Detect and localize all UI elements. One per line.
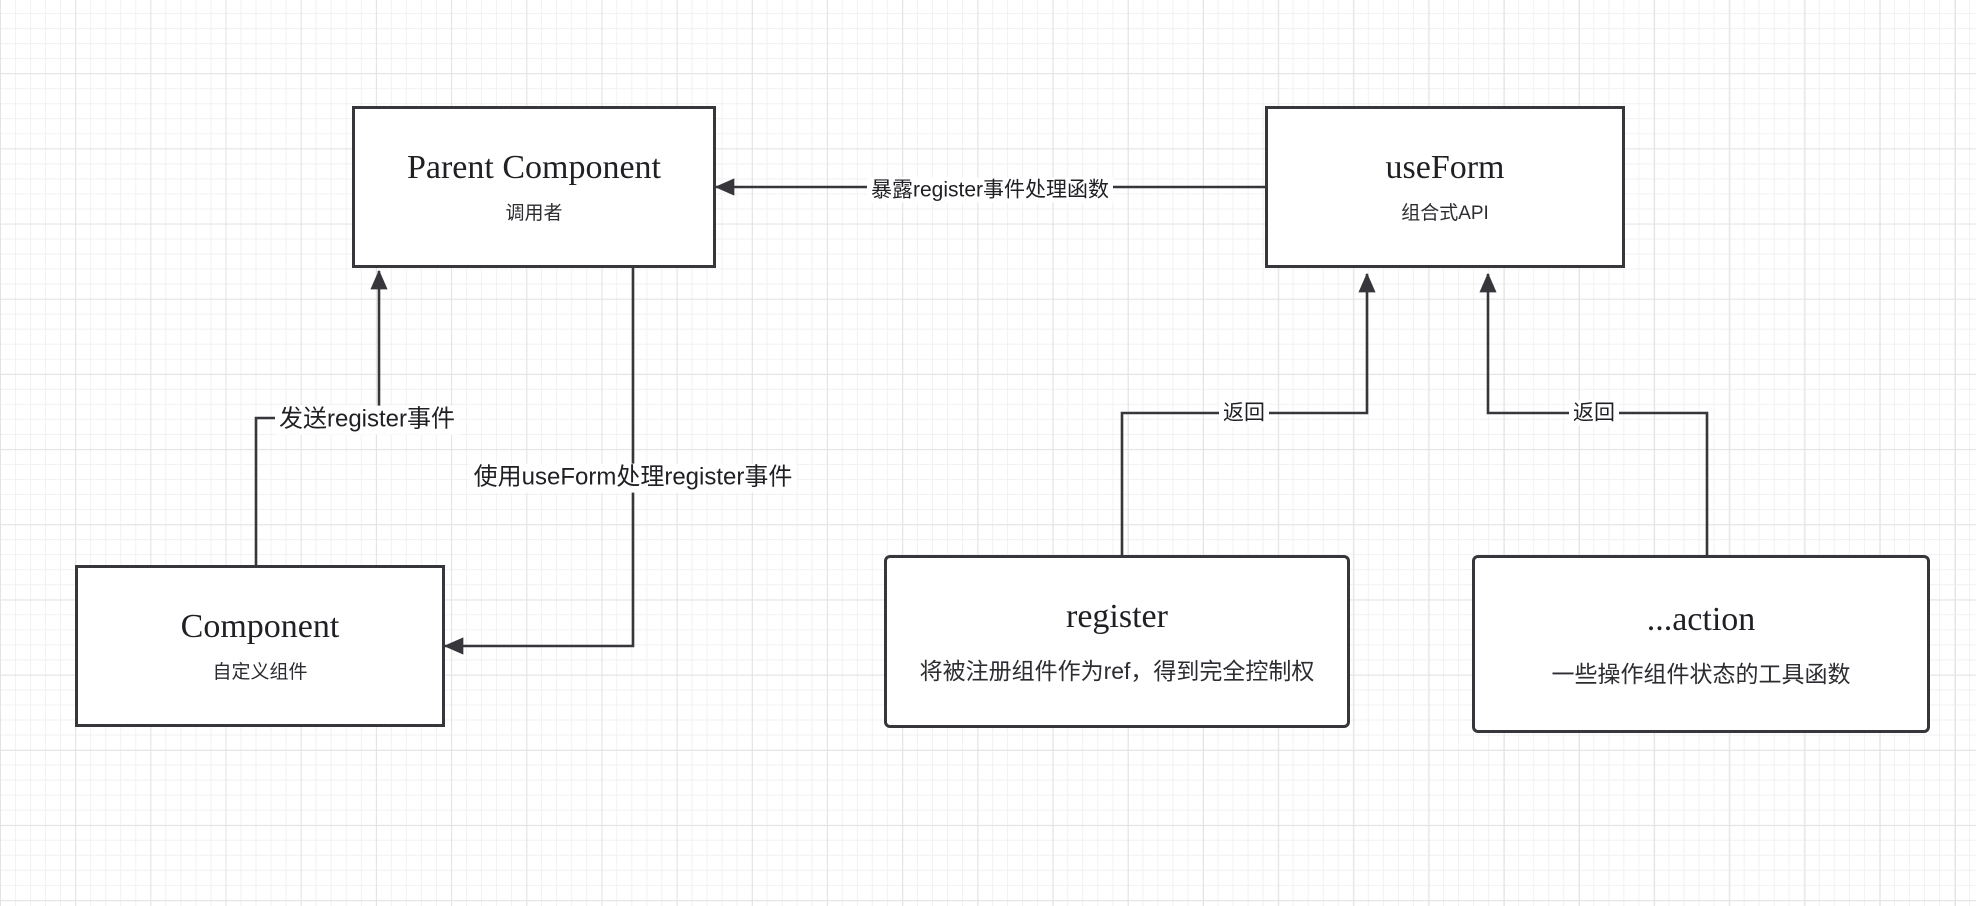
node-title: register (1066, 598, 1168, 636)
node-subtitle: 调用者 (505, 203, 563, 225)
edge-label-send-register-event: 发送register事件 (274, 405, 460, 435)
node-title: ...action (1646, 600, 1756, 638)
edge-parent-to-component (443, 268, 635, 655)
node-title: Parent Component (406, 149, 662, 187)
edge-label-use-useform-handle-register: 使用useForm处理register事件 (469, 463, 797, 493)
node-action[interactable]: ...action 一些操作组件状态的工具函数 (1472, 555, 1930, 733)
node-useform[interactable]: useForm 组合式API (1265, 106, 1625, 268)
edge-label-expose-register-handler: 暴露register事件处理函数 (866, 177, 1114, 203)
edge-label-return-register: 返回 (1219, 400, 1269, 426)
node-title: useForm (1385, 149, 1505, 187)
node-parent-component[interactable]: Parent Component 调用者 (352, 106, 716, 268)
node-register[interactable]: register 将被注册组件作为ref，得到完全控制权 (884, 555, 1350, 728)
node-subtitle: 将被注册组件作为ref，得到完全控制权 (919, 658, 1315, 685)
node-component[interactable]: Component 自定义组件 (75, 565, 445, 727)
edge-label-return-action: 返回 (1569, 400, 1619, 426)
node-title: Component (180, 608, 340, 646)
node-subtitle: 组合式API (1401, 203, 1489, 225)
node-subtitle: 一些操作组件状态的工具函数 (1551, 660, 1851, 687)
node-subtitle: 自定义组件 (212, 662, 308, 684)
